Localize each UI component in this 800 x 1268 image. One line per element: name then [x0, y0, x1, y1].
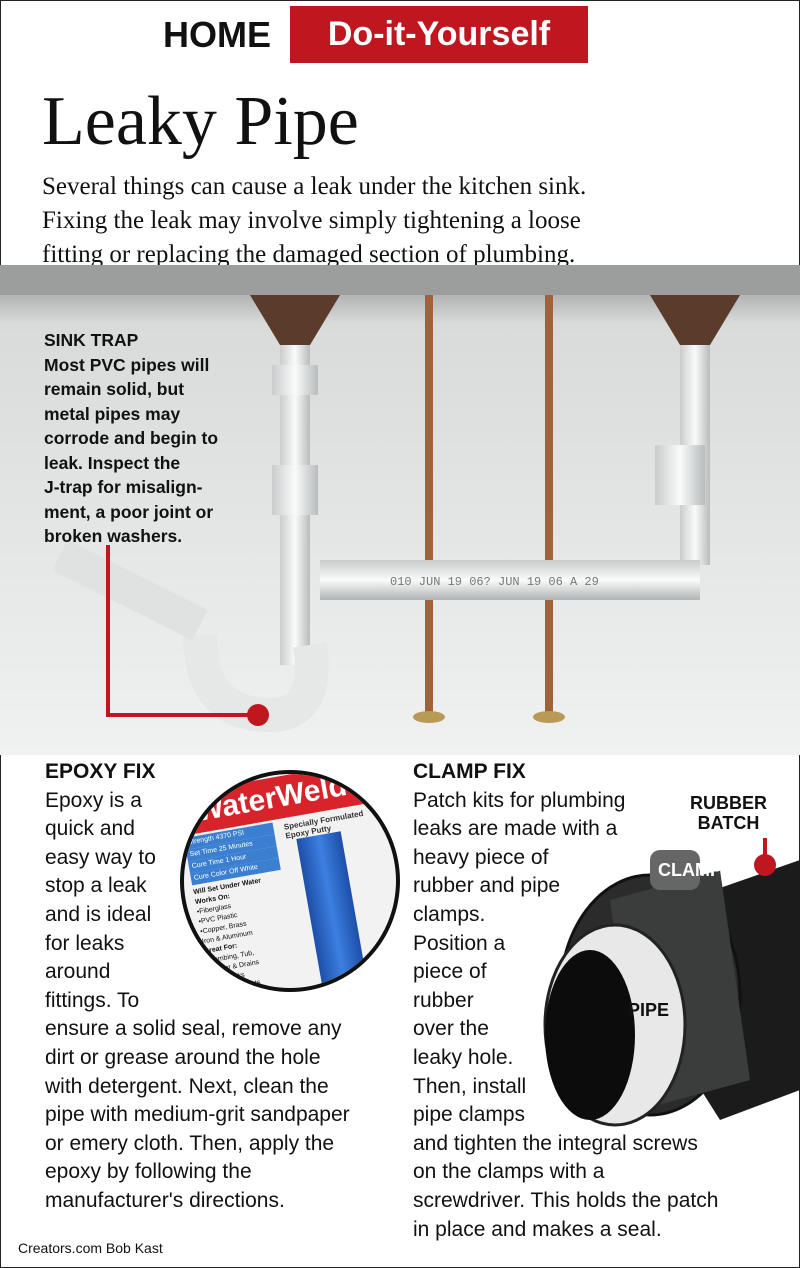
text-line: on the clamps with a: [413, 1160, 605, 1184]
intro-line: fitting or replacing the damaged section…: [42, 241, 576, 268]
text-line: screwdriver. This holds the patch: [413, 1188, 719, 1212]
text-line: quick and: [45, 817, 135, 841]
text-line: rubber and pipe: [413, 874, 561, 898]
text-line: over the: [413, 1017, 489, 1041]
clamp-fix-section: CLAMP FIX Patch kits for plumbing leaks …: [413, 758, 718, 1244]
epoxy-product-image: WaterWeld Specially Formulated Epoxy Put…: [180, 770, 400, 992]
rubber-batch-label: RUBBER BATCH: [690, 793, 767, 833]
text-line: ment, a poor joint or: [44, 501, 214, 522]
text-line: manufacturer's directions.: [45, 1188, 285, 1212]
text-line: Patch kits for plumbing: [413, 788, 626, 812]
pipe-clamp-illustration: [543, 838, 800, 1127]
clamp-label: CLAMP: [658, 860, 722, 880]
text-line: broken washers.: [44, 526, 183, 546]
epoxy-fix-heading: EPOXY FIX: [45, 760, 156, 783]
epoxy-fix-section: EPOXY FIX Epoxy is a quick and easy way …: [45, 758, 350, 1216]
text-line: pipe clamps: [413, 1103, 526, 1127]
text-line: metal pipes may: [44, 403, 181, 424]
header-section: Do-it-Yourself: [290, 6, 588, 63]
intro-line: Fixing the leak may involve simply tight…: [42, 207, 581, 234]
putty-stick: [296, 831, 367, 987]
text-line: Position a: [413, 931, 506, 955]
text-line: Then, install: [413, 1074, 527, 1098]
text-line: rubber: [413, 988, 474, 1012]
intro-text: Several things can cause a leak under th…: [42, 170, 586, 272]
text-line: ensure a solid seal, remove any: [45, 1017, 342, 1041]
label-line: BATCH: [697, 813, 760, 833]
header-home: HOME: [163, 14, 271, 55]
text-line: and tighten the integral screws: [413, 1131, 698, 1155]
credit: Creators.com Bob Kast: [18, 1240, 163, 1256]
text-line: leaky hole.: [413, 1045, 514, 1069]
label-line: RUBBER: [690, 793, 768, 813]
text-line: Epoxy is a: [45, 788, 142, 812]
sink-trap-heading: SINK TRAP: [44, 330, 139, 350]
text-line: around: [45, 960, 111, 984]
text-line: J-trap for misalign-: [44, 477, 203, 497]
text-line: pipe with medium-grit sandpaper: [45, 1103, 350, 1127]
text-line: in place and makes a seal.: [413, 1217, 662, 1241]
text-line: epoxy by following the: [45, 1160, 252, 1184]
text-line: with detergent. Next, clean the: [45, 1074, 329, 1098]
text-line: stop a leak: [45, 874, 147, 898]
text-line: clamps.: [413, 902, 486, 926]
text-line: and is ideal: [45, 902, 152, 926]
clamp-fix-heading: CLAMP FIX: [413, 760, 526, 783]
text-line: easy way to: [45, 845, 156, 869]
text-line: leak. Inspect the: [44, 452, 181, 473]
sink-trap-callout: SINK TRAP Most PVC pipes will remain sol…: [44, 328, 218, 549]
sink-pipe-photo: 010 JUN 19 06? JUN 19 06 A 29: [0, 265, 800, 755]
text-line: piece of: [413, 960, 487, 984]
text-line: fittings. To: [45, 988, 140, 1012]
page-title: Leaky Pipe: [42, 83, 359, 160]
text-line: heavy piece of: [413, 845, 549, 869]
text-line: Most PVC pipes will: [44, 354, 210, 375]
text-line: corrode and begin to: [44, 428, 219, 448]
svg-text:010 JUN 19 06? JUN 19 06 A 29: 010 JUN 19 06? JUN 19 06 A 29: [390, 575, 599, 589]
text-line: for leaks: [45, 931, 125, 955]
text-line: remain solid, but: [44, 379, 185, 399]
text-line: or emery cloth. Then, apply the: [45, 1131, 335, 1155]
intro-line: Several things can cause a leak under th…: [42, 173, 587, 200]
pipe-label: PIPE: [628, 1000, 670, 1020]
text-line: leaks are made with a: [413, 817, 618, 841]
text-line: dirt or grease around the hole: [45, 1045, 321, 1069]
